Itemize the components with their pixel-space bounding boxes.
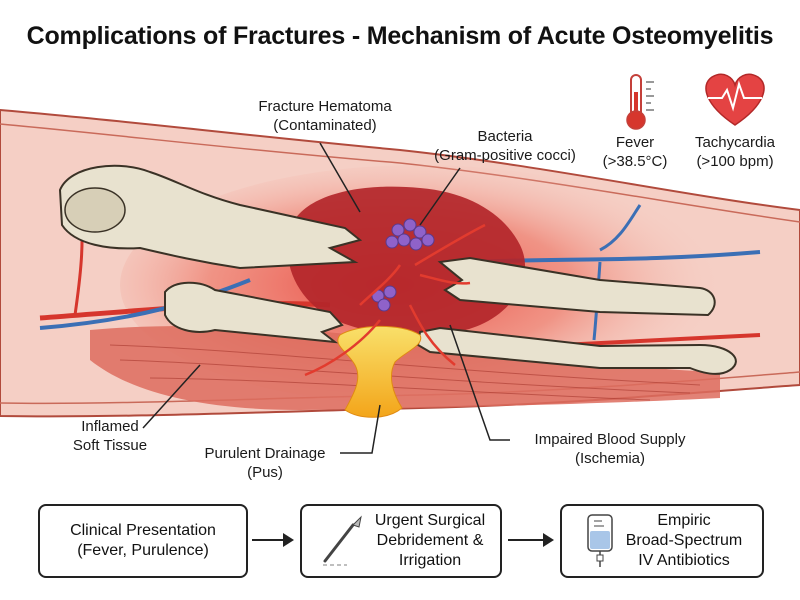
leader-lines (142, 142, 510, 454)
purulent-drainage (337, 325, 422, 418)
page-title: Complications of Fractures - Mechanism o… (26, 22, 774, 50)
label-impaired-blood-supply: Impaired Blood Supply(Ischemia) (534, 431, 686, 467)
lower-bone-distal (416, 326, 737, 375)
flow-step-text: Clinical Presentation(Fever, Purulence) (70, 522, 216, 559)
vein (39, 278, 251, 330)
upper-bone-distal (437, 256, 716, 317)
flow-arrow-2 (508, 533, 554, 547)
label-fever: Fever(>38.5°C) (602, 134, 668, 170)
label-fracture-hematoma: Fracture Hematoma(Contaminated) (258, 98, 392, 134)
flow-step-clinical-presentation: Clinical Presentation(Fever, Purulence) (38, 504, 248, 578)
vein-right-branch (599, 204, 642, 252)
iv-bag-icon (587, 514, 613, 567)
thermometer-icon (626, 74, 654, 130)
spread-arrows (304, 223, 486, 377)
label-tachycardia: Tachycardia(>100 bpm) (694, 134, 776, 170)
skin-layer-top (0, 123, 800, 223)
bone-head (64, 187, 126, 233)
scalpel-icon (322, 515, 362, 566)
lower-bone-proximal (164, 281, 344, 344)
inflamed-muscle (90, 325, 720, 410)
upper-bone-proximal (58, 164, 363, 270)
bacteria-cluster-upper (385, 218, 435, 251)
label-purulent-drainage: Purulent Drainage(Pus) (204, 445, 326, 481)
label-bacteria: Bacteria(Gram-positive cocci) (434, 128, 576, 164)
flow-arrow-1 (252, 533, 294, 547)
bacteria-cluster-lower (371, 285, 397, 312)
heart-rate-icon (705, 73, 765, 126)
